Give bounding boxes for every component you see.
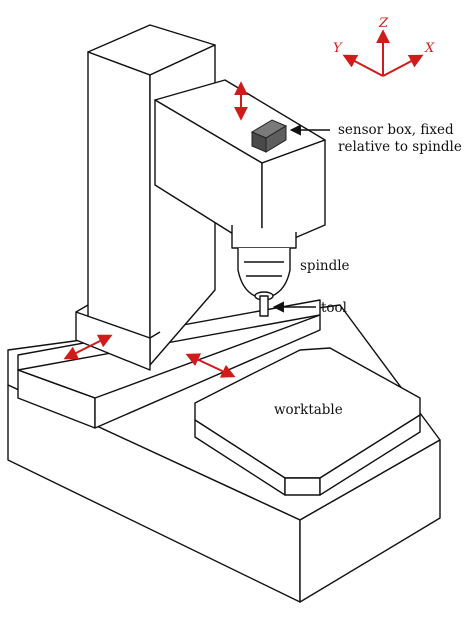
saddle-motion-arrow [63,334,113,360]
z-axis-label: Z [378,16,389,31]
spindle-label: spindle [300,258,350,274]
y-axis-label: Y [333,41,343,56]
x-axis-arrow [382,54,424,77]
worktable [194,347,421,496]
sensor-box-label-line1: sensor box, fixed [338,122,454,138]
tool [259,295,269,317]
x-axis-label: X [424,41,435,56]
tool-label: tool [321,300,347,316]
sensor-box-label-line2: relative to spindle [338,139,462,155]
table-motion-arrow [185,353,236,378]
sensor-box [250,119,288,153]
worktable-label: worktable [274,402,343,418]
y-axis-arrow [342,54,384,77]
spindle [231,225,297,301]
